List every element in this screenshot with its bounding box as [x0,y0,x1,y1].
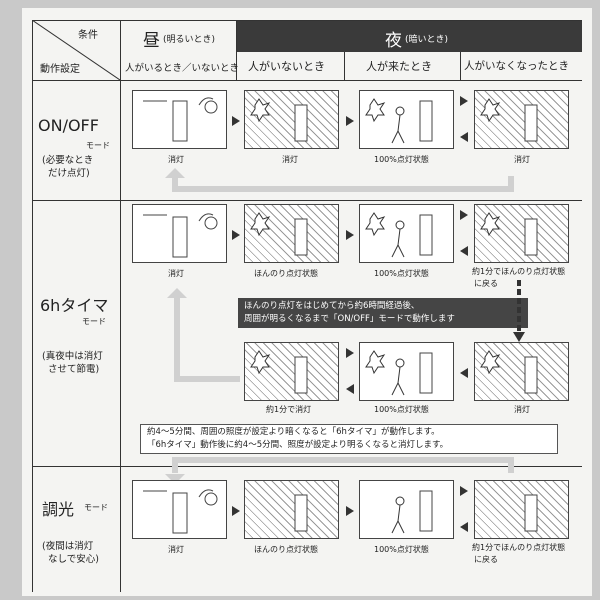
caption: 約1分でほんのり点灯状態 [472,267,566,276]
timer-note-line1: 約4～5分間、周囲の照度が設定より暗くなると「6hタイマ」が動作します。 [147,427,440,437]
panel-onoff-day [132,90,227,149]
caption: 約1分でほんのり点灯状態 [472,543,566,552]
header-diagonal [32,20,120,80]
night-column-3: 人がいなくなったとき [464,60,569,72]
condition-label: 条件 [78,30,98,41]
timer-band-line2: 周囲が明るくなるまで「ON/OFF」モードで動作します [244,314,455,324]
dashed-down-arrow [513,280,525,342]
arrow-left [346,384,354,394]
dimmer-note-line2: なしで安心) [48,554,99,565]
panel-onoff-night-person [359,90,454,149]
arrow-right [460,96,468,106]
panel-dimmer-night-person [359,480,454,539]
operation-label: 動作設定 [40,64,80,75]
arrow-right [346,506,354,516]
caption: に戻る [474,279,498,288]
panel-timer-night-empty [244,204,339,263]
timer-note-line2: 「6hタイマ」動作後に約4～5分間、照度が設定より明るくなると消灯します。 [147,440,449,450]
panel-timer-bottom-3 [474,342,569,401]
caption: 100%点灯状態 [374,545,429,554]
panel-onoff-night-empty [244,90,339,149]
arrow-right [232,230,240,240]
panel-dimmer-day [132,480,227,539]
caption: 約1分で消灯 [266,405,312,414]
caption: 100%点灯状態 [374,405,429,414]
timer-loop-horizontal [174,376,240,382]
timer-mode-note: (真夜中は消灯 させて節電) [42,350,103,376]
timer-band-line1: ほんのり点灯をはじめてから約6時間経過後、 [244,301,420,311]
dimmer-note-line1: (夜間は消灯 [42,541,94,552]
panel-dimmer-night-empty [244,480,339,539]
night-subtitle: (暗いとき) [405,35,449,45]
day-column-label: 人がいるとき／いないとき [125,63,240,74]
arrow-right [460,210,468,220]
caption: 消灯 [168,155,184,164]
arrow-right [346,348,354,358]
panel-timer-day [132,204,227,263]
timer-condition-band: ほんのり点灯をはじめてから約6時間経過後、 周囲が明るくなるまで「ON/OFF」… [238,298,528,328]
caption: 消灯 [282,155,298,164]
dimmer-mode-title: 調光 [42,500,75,519]
onoff-loop-arrowhead [165,168,185,178]
caption: 100%点灯状態 [374,155,429,164]
arrow-left [460,132,468,142]
caption: ほんのり点灯状態 [254,545,318,554]
arrow-right [460,486,468,496]
caption: 消灯 [168,269,184,278]
dimmer-mode-sub: モード [84,503,108,512]
timer-note-line2: させて節電) [48,364,100,375]
timer-mode-sub: モード [82,317,106,326]
timer-loop-arrowhead [167,288,187,298]
night-column-1: 人がいないとき [248,60,325,73]
night-title: 夜 [385,31,402,51]
caption: ほんのり点灯状態 [254,269,318,278]
caption: 消灯 [168,545,184,554]
arrow-right [232,506,240,516]
dimmer-loop-arrow [172,457,514,473]
night-column-2: 人が来たとき [366,60,432,73]
onoff-note-line2: だけ点灯) [48,168,90,179]
day-title: 昼 [143,31,160,51]
onoff-mode-sub: モード [86,141,110,150]
dimmer-mode-note: (夜間は消灯 なしで安心) [42,540,99,566]
onoff-mode-note: (必要なとき だけ点灯) [42,154,93,180]
arrow-left [460,368,468,378]
instruction-sheet: 条件 動作設定 昼 (明るいとき) 人がいるとき／いないとき 夜 (暗いとき) … [22,8,592,596]
caption: 消灯 [514,155,530,164]
caption: 100%点灯状態 [374,269,429,278]
caption: に戻る [474,555,498,564]
arrow-right [346,230,354,240]
panel-onoff-night-left [474,90,569,149]
onoff-note-line1: (必要なとき [42,155,94,166]
panel-timer-night-left [474,204,569,263]
panel-dimmer-night-left [474,480,569,539]
day-header: 昼 (明るいとき) [121,21,236,52]
day-subtitle: (明るいとき) [163,35,216,45]
dimmer-loop-arrowhead [165,474,185,484]
arrow-right [346,116,354,126]
arrow-left [460,522,468,532]
timer-note-box: 約4～5分間、周囲の照度が設定より暗くなると「6hタイマ」が動作します。 「6h… [140,424,558,454]
panel-timer-night-person [359,204,454,263]
onoff-loop-arrow [172,176,514,192]
panel-timer-bottom-2 [359,342,454,401]
timer-note-line1: (真夜中は消灯 [42,351,103,362]
timer-mode-title: 6hタイマ [40,296,109,315]
timer-loop-vertical [174,298,180,382]
onoff-mode-title: ON/OFF [38,116,99,135]
arrow-right [232,116,240,126]
night-header: 夜 (暗いとき) [237,21,582,52]
panel-timer-bottom-1 [244,342,339,401]
arrow-left [460,246,468,256]
caption: 消灯 [514,405,530,414]
